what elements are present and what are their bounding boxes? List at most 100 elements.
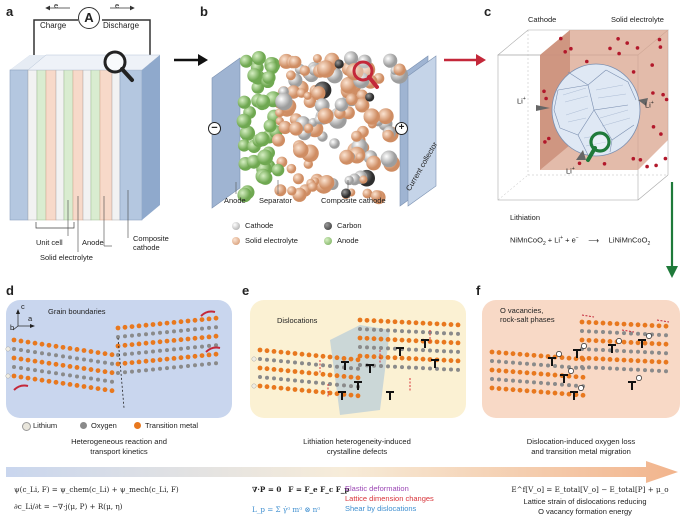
electrode-particle [275,92,293,111]
oxygen-atom [200,362,204,367]
oxygen-atom [265,375,269,380]
composite-cathode-label-b: Composite cathode [321,196,386,205]
transition-metal-atom [299,387,305,393]
transition-metal-atom [199,335,205,340]
electrode-particle [289,121,303,136]
electrode-particle [365,92,375,102]
transition-metal-atom [178,337,184,343]
transition-metal-atom [11,355,17,361]
oxygen-atom [386,328,390,333]
ammeter: A [78,7,100,29]
transition-metal-atom [357,317,363,323]
transition-metal-atom [32,376,38,382]
electrode-particle [312,54,322,63]
transition-metal-atom [192,353,198,359]
transition-metal-atom [649,359,655,364]
oxygen-atom [539,380,543,385]
oxygen-atom [123,334,127,339]
transition-metal-atom [510,387,516,393]
oxygen-atom [130,333,134,338]
legend-swatch-lithium [22,422,31,431]
transition-metal-atom [81,384,87,389]
transition-metal-atom [392,355,398,361]
electrode-particle [319,175,335,191]
electrode-particle [292,173,304,185]
transition-metal-atom [271,367,277,372]
oxygen-atom [664,369,668,374]
transition-metal-atom [559,355,565,360]
oxygen-atom [193,363,197,368]
transition-metal-atom [378,318,384,324]
oxygen-vacancy [646,333,652,339]
oxygen-atom [19,366,23,371]
oxygen-vacancy [568,368,574,374]
dislocation-symbol [431,359,439,368]
electrode-particle [351,130,363,142]
transition-metal-atom [531,370,537,376]
oxygen-atom [587,365,591,370]
oxygen-atom [435,330,439,335]
oxygen-atom [12,347,16,351]
transition-metal-atom [39,377,45,383]
oxygen-atom [342,383,346,388]
transition-metal-atom [206,352,212,358]
transition-metal-atom [157,339,163,345]
lithium-ion-dot [664,97,669,102]
electrode-particle [329,138,340,149]
dislocation-symbol [548,357,556,366]
lithium-ion-dot [657,37,662,42]
legend-label-transition-metal: Transition metal [145,421,199,430]
transition-metal-atom [192,317,198,323]
transition-metal-atom [11,373,17,379]
equilibrium-equation: ∇·P = 0 F = F_e F_c F_p [252,485,350,494]
oxygen-atom [272,376,276,381]
transition-metal-atom [327,372,333,378]
transition-metal-atom [448,340,454,345]
oxygen-atom [258,375,262,379]
electrode-particle [286,70,296,81]
oxygen-atom [601,330,605,335]
electrode-particle [339,149,355,165]
transition-metal-atom [642,322,648,328]
oxygen-vacancy-lattice [489,314,670,400]
transition-metal-atom [306,370,312,376]
transition-metal-atom [427,321,433,326]
transition-metal-atom [420,356,426,362]
vacancy-formation-energy-equation: E^f[V_o] = E_total[V_o] − E_total[P] + μ… [511,485,669,494]
oxygen-atom [629,367,633,372]
transition-metal-atom [32,340,38,346]
lithium-ion-dot [638,158,643,162]
oxygen-atom [54,371,58,376]
oxygen-loss-arrow [656,319,670,323]
oxygen-atom [103,378,107,383]
transition-metal-atom [306,388,312,394]
transition-metal-atom [102,387,108,393]
legend-lattice-dimension-changes: Lattice dimension changes [345,494,434,503]
transition-metal-atom [46,378,52,384]
transition-metal-atom [46,342,52,348]
transition-metal-atom [434,339,440,345]
oxygen-atom [532,380,536,385]
oxygen-atom [456,367,460,372]
transition-metal-atom [264,348,270,354]
magnifier-b-icon [352,60,379,89]
ammeter-symbol: A [84,10,94,25]
oxygen-atom [186,328,190,332]
transition-metal-atom [364,317,370,323]
electrode-particle [271,163,285,177]
transition-metal-atom [46,360,52,366]
transition-metal-atom [278,367,284,373]
transition-metal-atom [313,389,319,394]
oxygen-atom [414,329,418,334]
lithium-ion-dot [631,70,636,74]
transition-metal-atom [524,388,530,394]
legend-swatch-solid-electrolyte [232,237,240,245]
transition-metal-atom [586,337,592,343]
transition-metal-atom [628,358,634,363]
transition-metal-atom [448,322,454,327]
oxygen-atom [207,361,211,366]
transition-metal-atom [320,353,326,359]
electrode-particle [299,65,310,76]
oxygen-atom [61,372,65,377]
oxygen-atom [650,350,654,355]
